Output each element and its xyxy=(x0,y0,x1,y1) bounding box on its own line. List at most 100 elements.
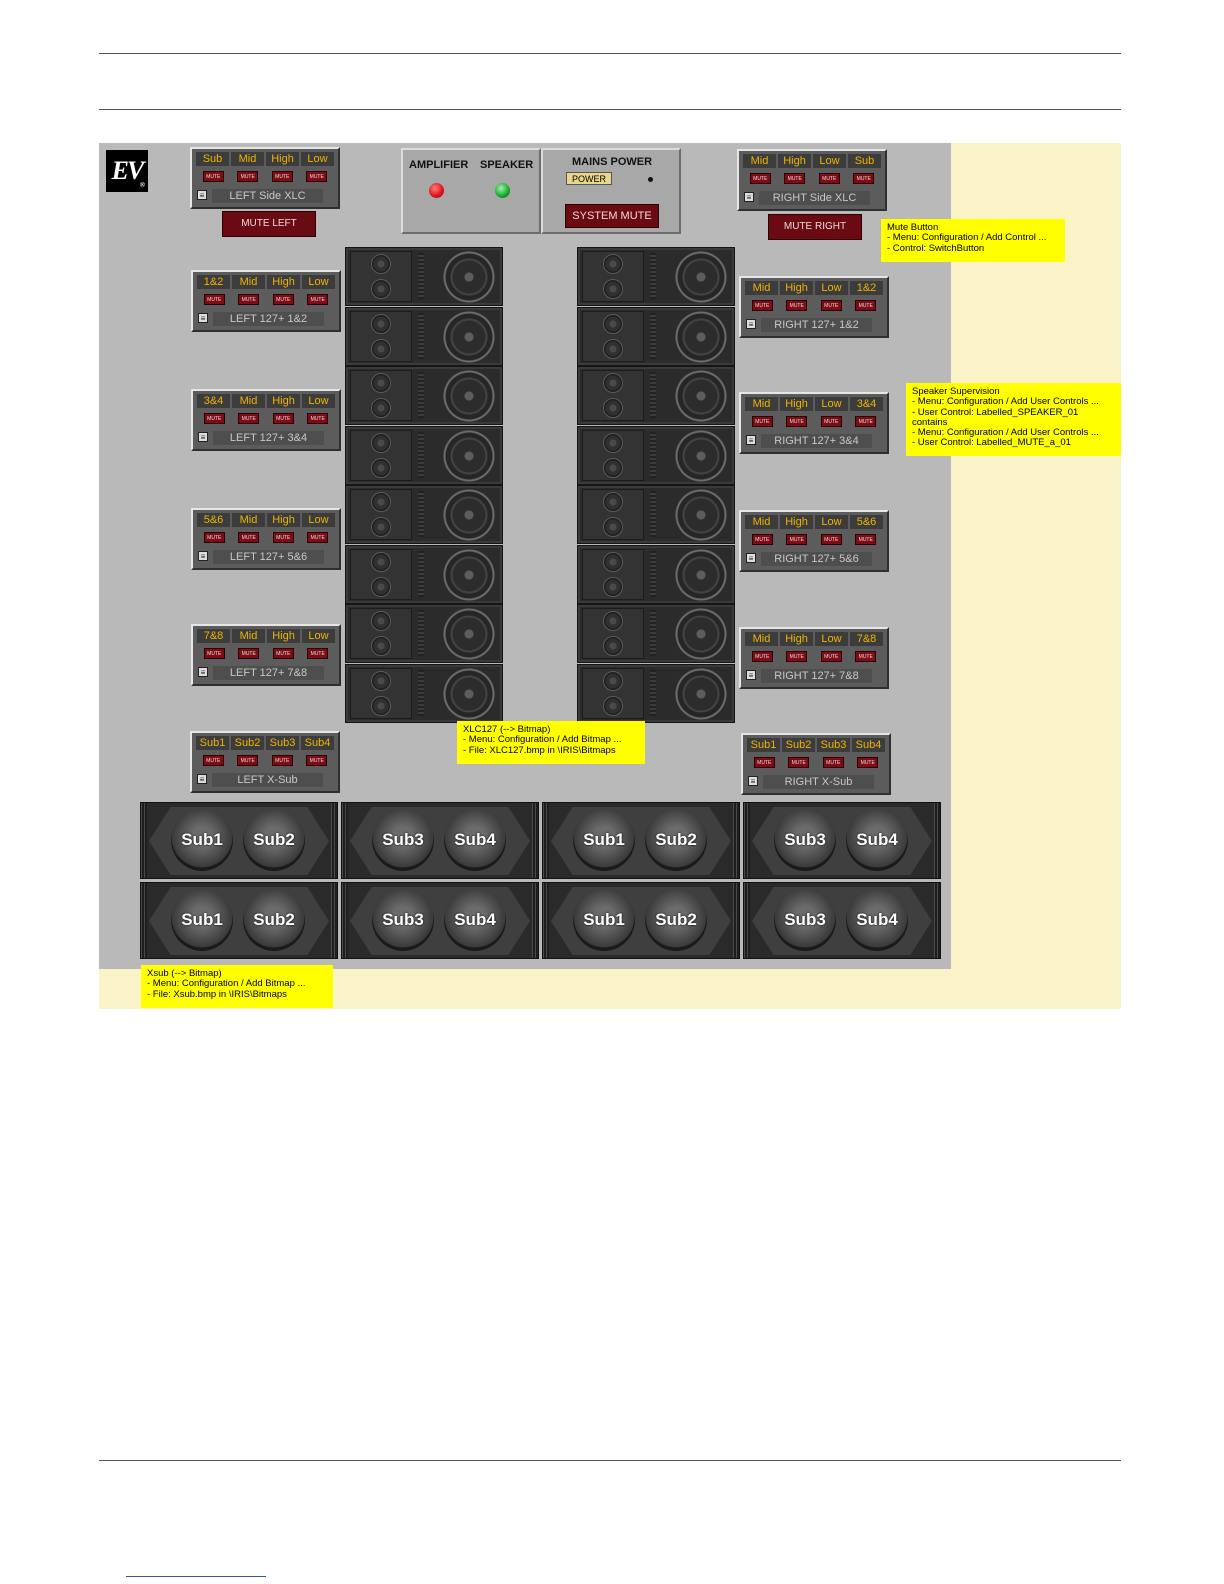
channel-mute-button[interactable]: MUTE xyxy=(855,300,877,311)
channel-mute-button[interactable]: MUTE xyxy=(749,173,771,184)
channel-mute-button[interactable]: MUTE xyxy=(857,757,879,768)
channel-mute-button[interactable]: MUTE xyxy=(306,171,328,182)
speaker-config-icon[interactable]: ≡ xyxy=(746,435,756,445)
channel-mute-button[interactable]: MUTE xyxy=(820,534,842,545)
channel-label: Sub1 xyxy=(196,736,229,750)
channel-mute-button[interactable]: MUTE xyxy=(786,534,808,545)
channel-mute-button[interactable]: MUTE xyxy=(751,416,773,427)
channel-mute-button[interactable]: MUTE xyxy=(751,534,773,545)
note-line: - File: XLC127.bmp in \IRIS\Bitmaps xyxy=(463,744,616,756)
mute-right-button[interactable]: MUTE RIGHT xyxy=(768,214,862,240)
channel-mute-button[interactable]: MUTE xyxy=(855,416,877,427)
channel-mute-button[interactable]: MUTE xyxy=(202,171,224,182)
channel-label: Low xyxy=(302,629,335,643)
channel-mute-button[interactable]: MUTE xyxy=(307,532,329,543)
sub-driver-label: Sub1 xyxy=(171,809,233,871)
note-xlc127: XLC127 (--> Bitmap)- Menu: Configuration… xyxy=(457,721,645,764)
channel-mute-button[interactable]: MUTE xyxy=(307,648,329,659)
channel-mute-button[interactable]: MUTE xyxy=(306,755,328,766)
speaker-config-icon[interactable]: ≡ xyxy=(197,190,207,200)
channel-mute-button[interactable]: MUTE xyxy=(272,532,294,543)
low-driver xyxy=(675,608,727,660)
channel-mute-button[interactable]: MUTE xyxy=(853,173,875,184)
channel-label: 5&6 xyxy=(197,513,230,527)
channel-mute-button[interactable]: MUTE xyxy=(855,534,877,545)
low-driver xyxy=(443,251,495,303)
channel-mute-button[interactable]: MUTE xyxy=(238,648,260,659)
cabinet-grille-left xyxy=(342,803,348,878)
channel-mute-button[interactable]: MUTE xyxy=(203,413,225,424)
speaker-config-icon[interactable]: ≡ xyxy=(746,670,756,680)
channel-mute-button[interactable]: MUTE xyxy=(820,416,842,427)
channel-mute-button[interactable]: MUTE xyxy=(818,173,840,184)
cabinet-grille-right xyxy=(331,803,337,878)
sub-driver-label: Sub3 xyxy=(774,889,836,951)
channel-mute-button[interactable]: MUTE xyxy=(272,648,294,659)
system-mute-button[interactable]: SYSTEM MUTE xyxy=(565,204,659,228)
speaker-config-icon[interactable]: ≡ xyxy=(198,432,208,442)
channel-mute-button[interactable]: MUTE xyxy=(786,416,808,427)
speaker-config-icon[interactable]: ≡ xyxy=(198,667,208,677)
speaker-config-icon[interactable]: ≡ xyxy=(748,776,758,786)
footer-link-underline[interactable] xyxy=(126,1576,266,1577)
channel-label: Mid xyxy=(232,275,265,289)
channel-label: Low xyxy=(301,152,334,166)
channel-mute-button[interactable]: MUTE xyxy=(784,173,806,184)
mute-left-button[interactable]: MUTE LEFT xyxy=(222,211,316,237)
channel-mute-button[interactable]: MUTE xyxy=(820,651,842,662)
channel-mute-button[interactable]: MUTE xyxy=(271,171,293,182)
channel-mute-button[interactable]: MUTE xyxy=(272,294,294,305)
sub-driver-label: Sub3 xyxy=(774,809,836,871)
speaker-config-icon[interactable]: ≡ xyxy=(744,192,754,202)
channel-mute-button[interactable]: MUTE xyxy=(202,755,224,766)
cabinet-grille-right xyxy=(934,803,940,878)
channel-mute-button[interactable]: MUTE xyxy=(751,651,773,662)
box-name-label: LEFT 127+ 5&6 xyxy=(213,550,324,564)
channel-mute-button[interactable]: MUTE xyxy=(855,651,877,662)
sub-driver-label: Sub2 xyxy=(243,809,305,871)
hf-horn xyxy=(418,253,424,299)
channel-mute-button[interactable]: MUTE xyxy=(271,755,293,766)
channel-mute-button[interactable]: MUTE xyxy=(272,413,294,424)
channel-mute-button[interactable]: MUTE xyxy=(786,300,808,311)
speaker-config-icon[interactable]: ≡ xyxy=(198,551,208,561)
channel-mute-button[interactable]: MUTE xyxy=(238,532,260,543)
channel-mute-button[interactable]: MUTE xyxy=(822,757,844,768)
xlc127-cabinet xyxy=(577,544,735,604)
channel-mute-button[interactable]: MUTE xyxy=(751,300,773,311)
channel-mute-button[interactable]: MUTE xyxy=(203,532,225,543)
hf-horn xyxy=(650,669,656,716)
channel-label: Sub4 xyxy=(301,736,334,750)
channel-mute-button[interactable]: MUTE xyxy=(307,413,329,424)
note-line: - Menu: Configuration / Add User Control… xyxy=(912,396,1099,408)
mid-driver xyxy=(603,636,623,656)
channel-label: Sub xyxy=(848,154,881,168)
channel-label: 1&2 xyxy=(197,275,230,289)
channel-label: Low xyxy=(302,394,335,408)
channel-mute-button[interactable]: MUTE xyxy=(786,651,808,662)
channel-mute-button[interactable]: MUTE xyxy=(237,755,259,766)
cabinet-grille-right xyxy=(934,883,940,958)
note-line: Xsub (--> Bitmap) xyxy=(147,968,222,979)
channel-mute-button[interactable]: MUTE xyxy=(203,648,225,659)
channel-mute-button[interactable]: MUTE xyxy=(237,171,259,182)
channel-mute-button[interactable]: MUTE xyxy=(238,413,260,424)
channel-mute-button[interactable]: MUTE xyxy=(238,294,260,305)
speaker-config-icon[interactable]: ≡ xyxy=(746,553,756,563)
speaker-config-icon[interactable]: ≡ xyxy=(197,774,207,784)
speaker-label: SPEAKER xyxy=(480,159,534,171)
channel-mute-button[interactable]: MUTE xyxy=(203,294,225,305)
channel-mute-button[interactable]: MUTE xyxy=(788,757,810,768)
speaker-config-icon[interactable]: ≡ xyxy=(198,313,208,323)
channel-mute-button[interactable]: MUTE xyxy=(820,300,842,311)
channel-mute-button[interactable]: MUTE xyxy=(753,757,775,768)
channel-label: High xyxy=(780,515,813,529)
channel-mute-button[interactable]: MUTE xyxy=(307,294,329,305)
speaker-config-icon[interactable]: ≡ xyxy=(746,319,756,329)
